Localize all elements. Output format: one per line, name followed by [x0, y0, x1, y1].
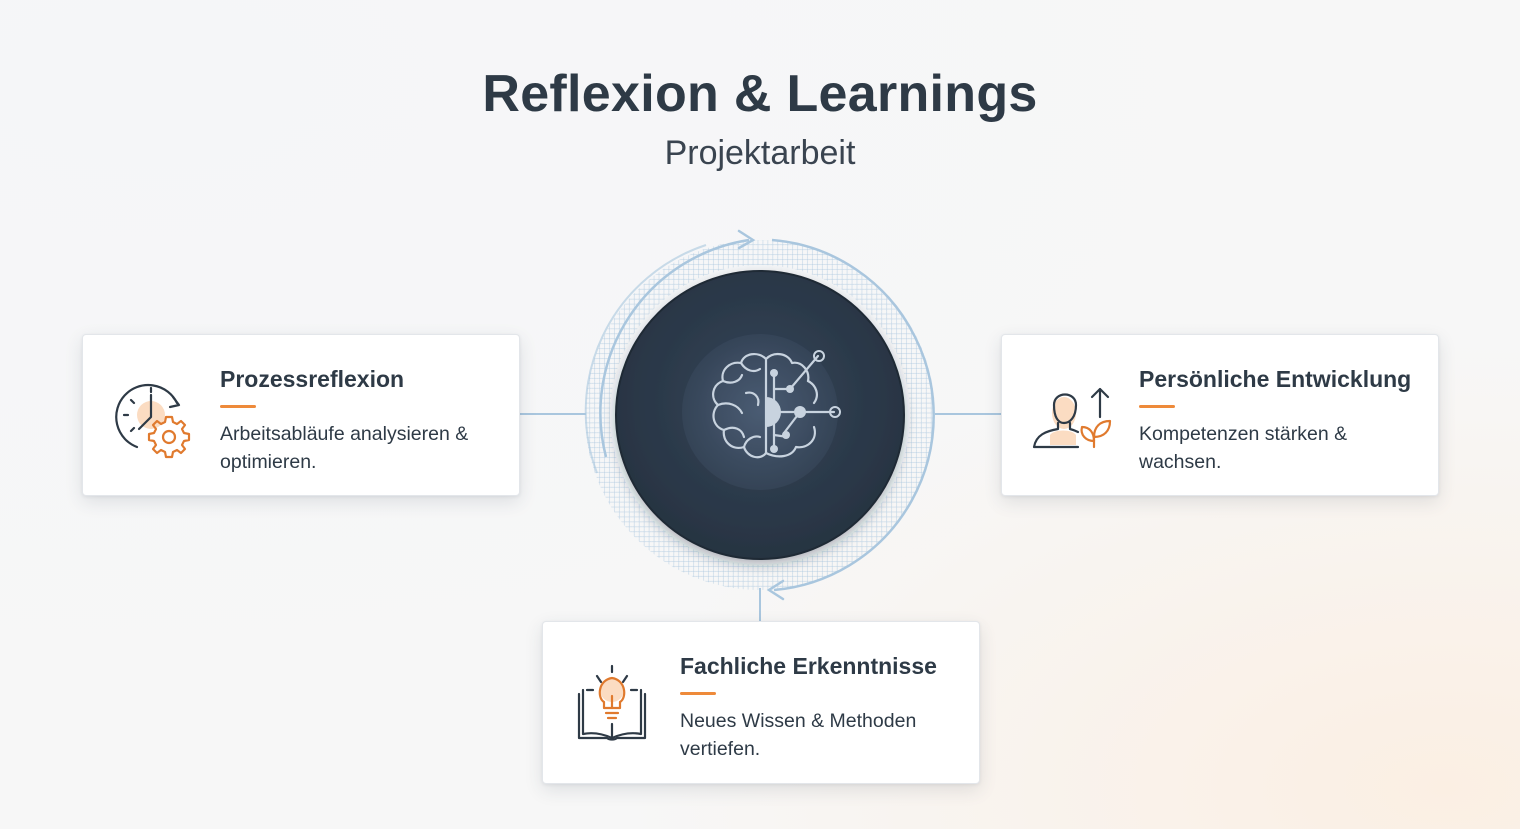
connector-bottom: [759, 588, 761, 622]
title-accent-line: [1139, 405, 1175, 408]
card-title: Prozessreflexion: [220, 366, 405, 392]
card-description: Kompetenzen stärken & wachsen.: [1139, 423, 1348, 473]
cycle-arrow-top: [599, 238, 750, 458]
card-title: Fachliche Erkenntnisse: [680, 653, 937, 679]
card-title: Persönliche Entwicklung: [1139, 366, 1412, 392]
clock-gear-icon: [115, 383, 191, 459]
page-title: Reflexion & Learnings: [482, 65, 1038, 123]
lightbulb-book-icon: [577, 664, 647, 741]
page-subtitle: Projektarbeit: [664, 134, 856, 172]
title-accent-line: [680, 692, 716, 695]
hub-cycle-diagram: [584, 229, 935, 601]
card-description: Neues Wissen & Methoden vertiefen.: [680, 710, 917, 760]
mesh-ring: [585, 240, 935, 590]
card-prozessreflexion[interactable]: Prozessreflexion Arbeitsabläufe analysie…: [82, 334, 520, 496]
card-persoenliche-entwicklung[interactable]: Persönliche Entwicklung Kompetenzen stär…: [1001, 334, 1439, 496]
connector-left: [518, 413, 586, 415]
cycle-arrow-bottom: [771, 238, 935, 592]
connector-right: [935, 413, 1001, 415]
brain-network-icon: [712, 353, 836, 459]
person-growth-icon: [1032, 387, 1112, 449]
title-accent-line: [220, 405, 256, 408]
card-description: Arbeitsabläufe analysieren & optimieren.: [220, 423, 469, 473]
card-fachliche-erkenntnisse[interactable]: Fachliche Erkenntnisse Neues Wissen & Me…: [542, 621, 980, 784]
